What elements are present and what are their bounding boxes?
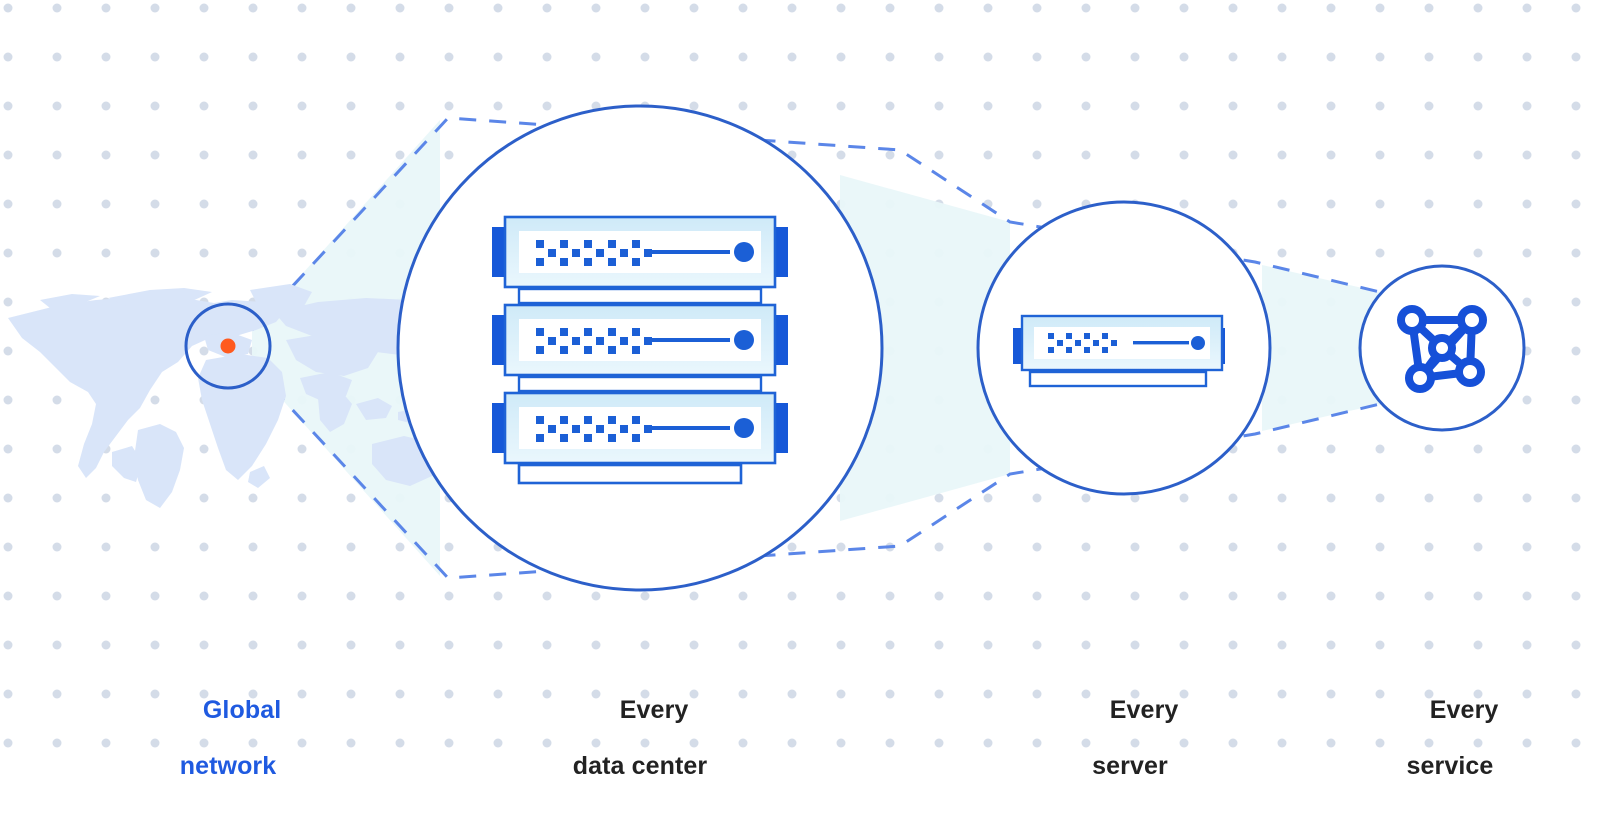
label-every-server-line2: server (1092, 752, 1168, 780)
label-every-server-line1: Every (1109, 696, 1179, 724)
label-global-network: Global network (128, 668, 328, 836)
global-network-focus-circle (184, 302, 272, 390)
world-map-icon (8, 284, 490, 508)
label-every-service: Every service (1350, 668, 1550, 836)
label-every-server: Every server (1030, 668, 1230, 836)
rack-base-shelf (517, 463, 743, 485)
rack-unit (492, 391, 788, 465)
rack-unit (492, 303, 788, 377)
global-network-focus-dot (220, 338, 236, 354)
label-global-network-line2: network (179, 752, 277, 780)
diagram-svg (3, 3, 1581, 748)
label-every-data-center-line2: data center (572, 752, 708, 780)
label-every-service-line2: service (1406, 752, 1494, 780)
label-every-service-line1: Every (1429, 696, 1499, 724)
server-rack-icon (492, 215, 788, 485)
rack-unit (492, 215, 788, 289)
label-every-data-center: Every data center (520, 668, 760, 836)
diagram-canvas: Global network Every data center Every s… (3, 3, 1581, 780)
single-server-icon (1013, 314, 1225, 388)
network-mesh-icon (1397, 305, 1487, 393)
label-global-network-line1: Global (202, 696, 282, 724)
label-every-data-center-line1: Every (619, 696, 689, 724)
